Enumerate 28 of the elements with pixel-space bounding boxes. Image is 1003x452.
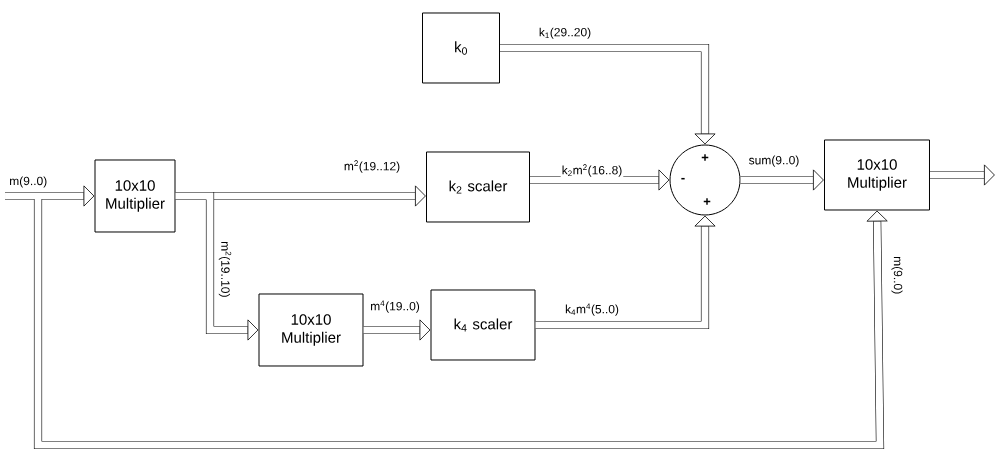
block-box: 10x10 Multiplier <box>824 139 930 211</box>
sign-label: + <box>701 154 709 161</box>
edge-label: k$_{4}$m$^{4}$(5..0) <box>564 302 620 317</box>
sign-label: - <box>681 177 685 180</box>
summing-junction <box>669 144 741 216</box>
edge-label: m$^{2}$(19..10) <box>217 240 233 299</box>
edge-label: m(9..0) <box>8 175 49 189</box>
edge-label: k$_{2}$m$^{2}$(16..8) <box>560 163 624 178</box>
bus-arrow <box>33 199 888 450</box>
edge-label: k$_{1}$(29..20) <box>537 26 593 40</box>
bus-arrow <box>740 169 824 191</box>
bus-arrow <box>500 43 716 145</box>
edge-label: sum(9..0) <box>747 154 801 168</box>
edge-label: m$^{4}$(19..0) <box>369 299 421 314</box>
bus-arrow <box>930 164 995 186</box>
edge-label: m$^{2}$(19..12) <box>342 159 402 174</box>
block-box: 10x10 Multiplier <box>94 159 176 233</box>
bus-arrow <box>530 169 670 191</box>
bus-arrow <box>5 185 95 207</box>
edge-label: m(9..0) <box>890 255 904 296</box>
sign-label: + <box>703 198 711 205</box>
bus-arrow <box>535 215 716 330</box>
block-box: k$_{4}$ scaler <box>430 289 536 361</box>
block-box: k$_{0}$ <box>422 12 500 84</box>
block-box: 10x10 Multiplier <box>258 293 364 367</box>
bus-arrow <box>363 319 431 341</box>
bus-arrow <box>175 191 259 341</box>
block-box: k$_{2}$ scaler <box>426 151 530 223</box>
